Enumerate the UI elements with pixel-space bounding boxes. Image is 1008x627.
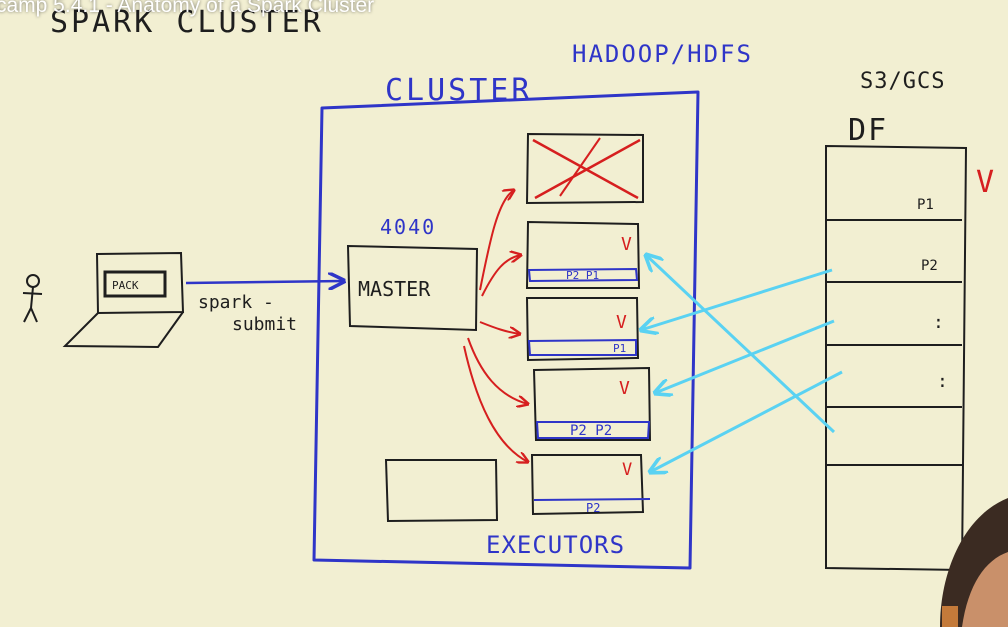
executor-failed bbox=[525, 132, 644, 205]
partition-to-executor-arrows bbox=[641, 255, 843, 472]
partition-ellipsis-2: : bbox=[937, 371, 948, 392]
executor-4-check: V bbox=[622, 460, 632, 480]
dataframe-check: V bbox=[976, 165, 994, 200]
presenter-webcam bbox=[940, 498, 1008, 627]
diagram-heading: SPARK CLUSTER bbox=[50, 5, 324, 40]
executor-3-tag: P2 P2 bbox=[570, 423, 612, 439]
package-label: PACK bbox=[112, 279, 139, 292]
executor-1 bbox=[525, 220, 641, 289]
executor-1-check: V bbox=[621, 234, 632, 255]
executors-label: EXECUTORS bbox=[486, 531, 625, 559]
submit-label: submit bbox=[232, 314, 297, 335]
hadoop-hdfs-label: HADOOP/HDFS bbox=[572, 40, 753, 68]
executor-1-tag: P2 P1 bbox=[566, 269, 599, 282]
spark-submit-arrow bbox=[185, 281, 344, 283]
port-label: 4040 bbox=[380, 215, 436, 239]
executor-3 bbox=[532, 366, 652, 441]
spark-label: spark - bbox=[198, 292, 274, 313]
executor-2-tag: P1 bbox=[613, 342, 626, 355]
executor-3-check: V bbox=[619, 378, 630, 399]
dataframe-table bbox=[825, 144, 968, 572]
package-box bbox=[103, 270, 167, 298]
cluster-boundary bbox=[312, 90, 700, 570]
master-label: MASTER bbox=[358, 277, 431, 301]
dataframe-label: DF bbox=[848, 113, 888, 148]
storage-label: S3/GCS bbox=[860, 69, 945, 94]
master-node bbox=[346, 244, 479, 332]
executor-2-check: V bbox=[616, 312, 627, 333]
idle-node bbox=[384, 459, 499, 523]
executor-4 bbox=[530, 454, 651, 516]
laptop-icon bbox=[62, 251, 185, 349]
partition-p1: P1 bbox=[917, 197, 934, 213]
user-figure-icon bbox=[22, 274, 43, 323]
video-title: camp 5.4.1 - Anatomy of a Spark Cluster bbox=[0, 0, 375, 17]
partition-ellipsis-1: : bbox=[933, 312, 944, 333]
executor-4-tag: P2 bbox=[586, 501, 600, 515]
executor-2 bbox=[525, 297, 640, 362]
partition-p2: P2 bbox=[921, 258, 938, 274]
master-to-executor-arrows bbox=[463, 190, 528, 462]
